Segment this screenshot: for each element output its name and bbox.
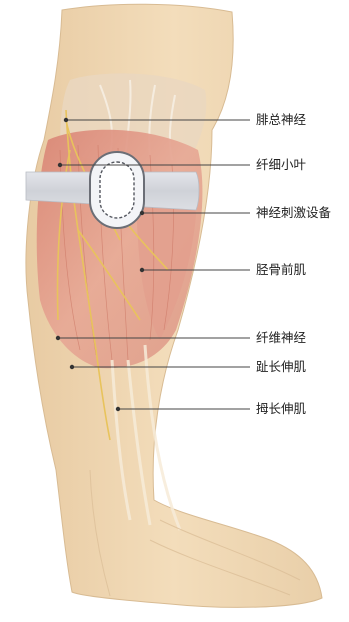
- leader-dot-thin-leaflet: [58, 163, 62, 167]
- leader-dot-common-peroneal-nerve: [64, 118, 68, 122]
- leader-dot-fiber-nerve: [56, 336, 60, 340]
- leader-dot-tibialis-anterior: [140, 268, 144, 272]
- label-nerve-stimulator: 神经刺激设备: [256, 205, 331, 221]
- leader-dot-extensor-hallucis-longus: [116, 407, 120, 411]
- label-thin-leaflet: 纤细小叶: [256, 157, 306, 173]
- label-common-peroneal-nerve: 腓总神经: [256, 112, 306, 128]
- label-extensor-digitorum-longus: 趾长伸肌: [256, 359, 306, 375]
- leader-dot-extensor-digitorum-longus: [70, 365, 74, 369]
- stimulator-device-inner: [100, 162, 134, 218]
- leader-dot-nerve-stimulator: [140, 211, 144, 215]
- label-extensor-hallucis-longus: 拇长伸肌: [256, 401, 306, 417]
- label-tibialis-anterior: 胫骨前肌: [256, 262, 306, 278]
- label-fiber-nerve: 纤维神经: [256, 330, 306, 346]
